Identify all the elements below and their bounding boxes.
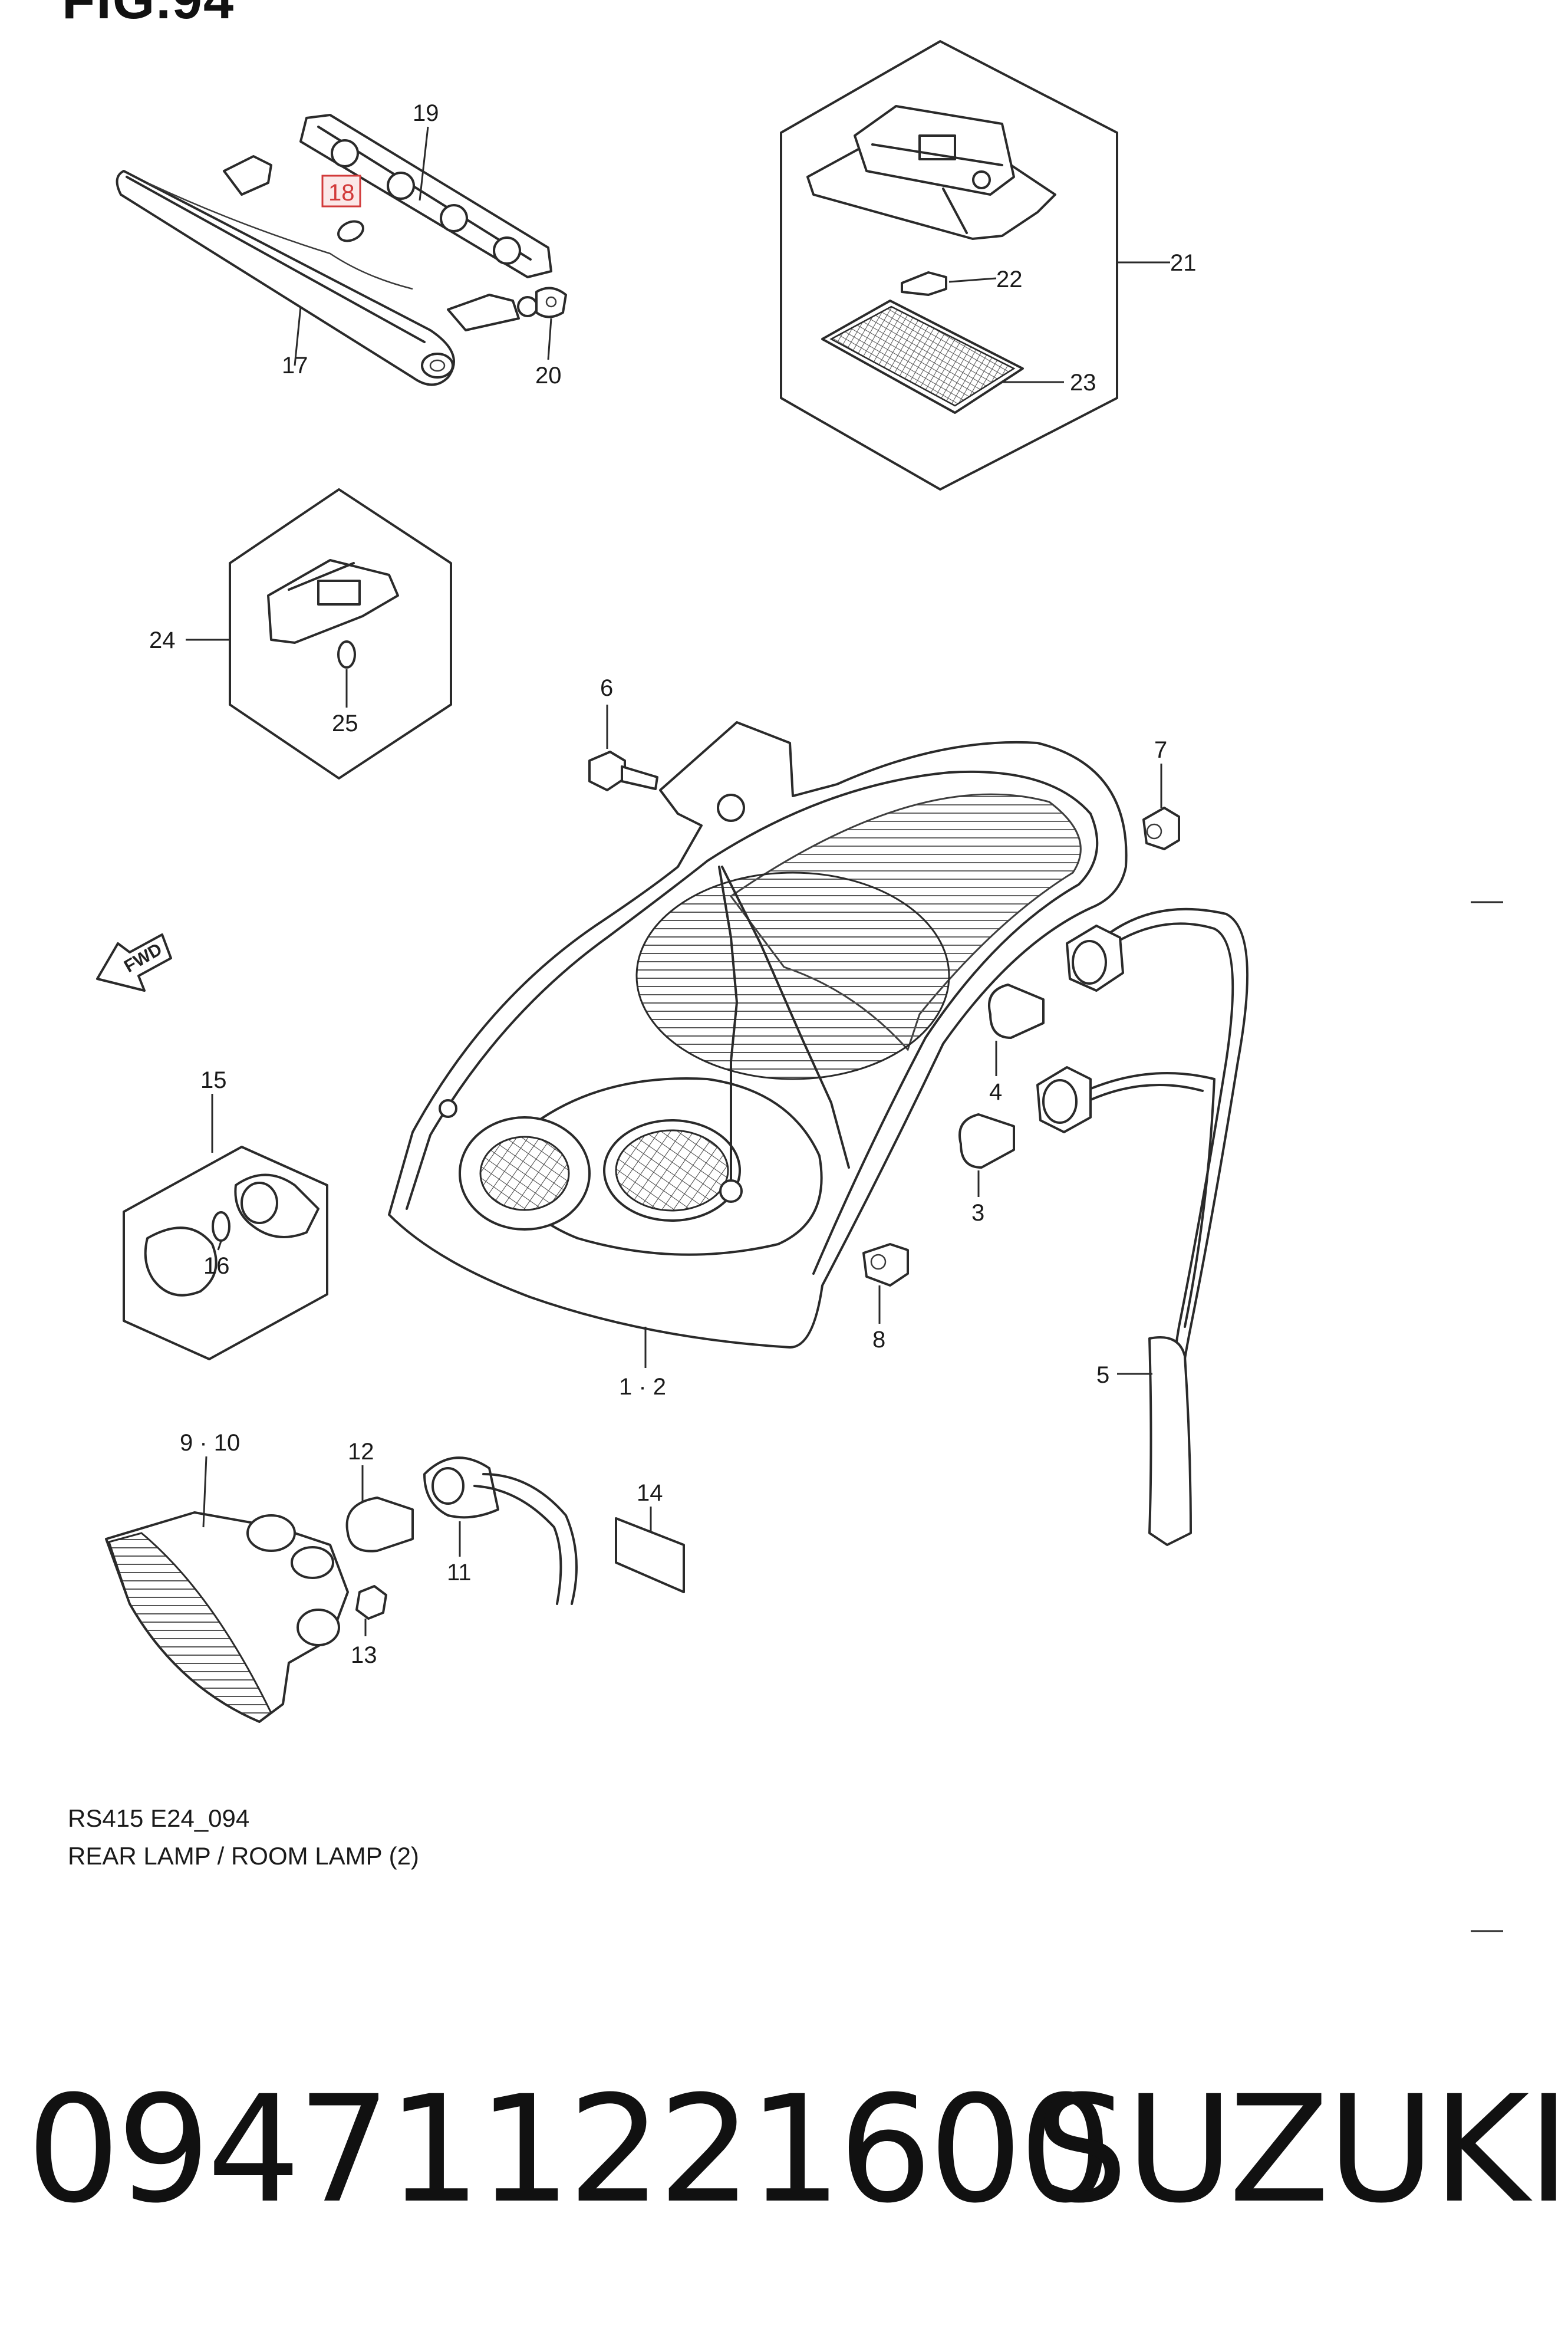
callout-16[interactable]: 16 bbox=[203, 1253, 230, 1279]
high-mount-stop-lamp bbox=[116, 114, 567, 386]
callout-3[interactable]: 3 bbox=[971, 1200, 984, 1226]
socket-group-15 bbox=[123, 1146, 328, 1360]
room-lamp-assembly bbox=[780, 40, 1118, 491]
callout-4[interactable]: 4 bbox=[989, 1079, 1002, 1105]
clip-7 bbox=[1142, 807, 1180, 850]
callout-labels: 19 18 17 20 21 22 23 24 25 6 7 4 3 15 16… bbox=[149, 100, 1197, 1668]
callout-18[interactable]: 18 bbox=[328, 180, 355, 206]
leader-lines bbox=[186, 126, 1170, 1636]
figure-title: FIG.94 bbox=[62, 0, 235, 30]
brand-name: SUZUKI bbox=[1035, 2064, 1568, 2235]
lamp-socket-group bbox=[229, 488, 452, 780]
footer-band bbox=[0, 1940, 1503, 2335]
part-number: 094711221600 bbox=[27, 2064, 1113, 2235]
callout-23[interactable]: 23 bbox=[1070, 370, 1096, 396]
callout-21[interactable]: 21 bbox=[1170, 250, 1197, 276]
callout-15[interactable]: 15 bbox=[200, 1067, 227, 1093]
callout-22[interactable]: 22 bbox=[996, 267, 1023, 292]
fwd-arrow-icon: FWD bbox=[96, 933, 172, 992]
rear-combination-lamp bbox=[388, 721, 1128, 1349]
callout-8[interactable]: 8 bbox=[872, 1327, 885, 1353]
callout-11[interactable]: 11 bbox=[447, 1560, 472, 1586]
wiring-harness bbox=[958, 907, 1249, 1546]
callout-7[interactable]: 7 bbox=[1154, 737, 1167, 763]
callout-17[interactable]: 17 bbox=[282, 353, 308, 379]
callout-18-highlight bbox=[321, 175, 361, 208]
clip-8 bbox=[862, 1243, 909, 1287]
screw-6 bbox=[588, 751, 658, 791]
diagram-title: REAR LAMP / ROOM LAMP (2) bbox=[68, 1842, 419, 1870]
callout-6[interactable]: 6 bbox=[600, 675, 613, 701]
callout-12[interactable]: 12 bbox=[348, 1439, 374, 1465]
callout-13[interactable]: 13 bbox=[351, 1642, 377, 1668]
callout-25[interactable]: 25 bbox=[332, 711, 358, 736]
exploded-parts-diagram: FWD 19 bbox=[96, 40, 1503, 1932]
diagram-code: RS415 E24_094 bbox=[68, 1804, 250, 1832]
callout-5[interactable]: 5 bbox=[1096, 1362, 1109, 1388]
callout-19[interactable]: 19 bbox=[413, 100, 439, 126]
callout-14[interactable]: 14 bbox=[637, 1480, 663, 1506]
callout-1-2[interactable]: 1 · 2 bbox=[619, 1374, 666, 1400]
callout-9-10[interactable]: 9 · 10 bbox=[180, 1430, 240, 1456]
callout-24[interactable]: 24 bbox=[149, 627, 176, 653]
side-marker-lamp bbox=[105, 1456, 685, 1723]
callout-20[interactable]: 20 bbox=[535, 363, 562, 389]
